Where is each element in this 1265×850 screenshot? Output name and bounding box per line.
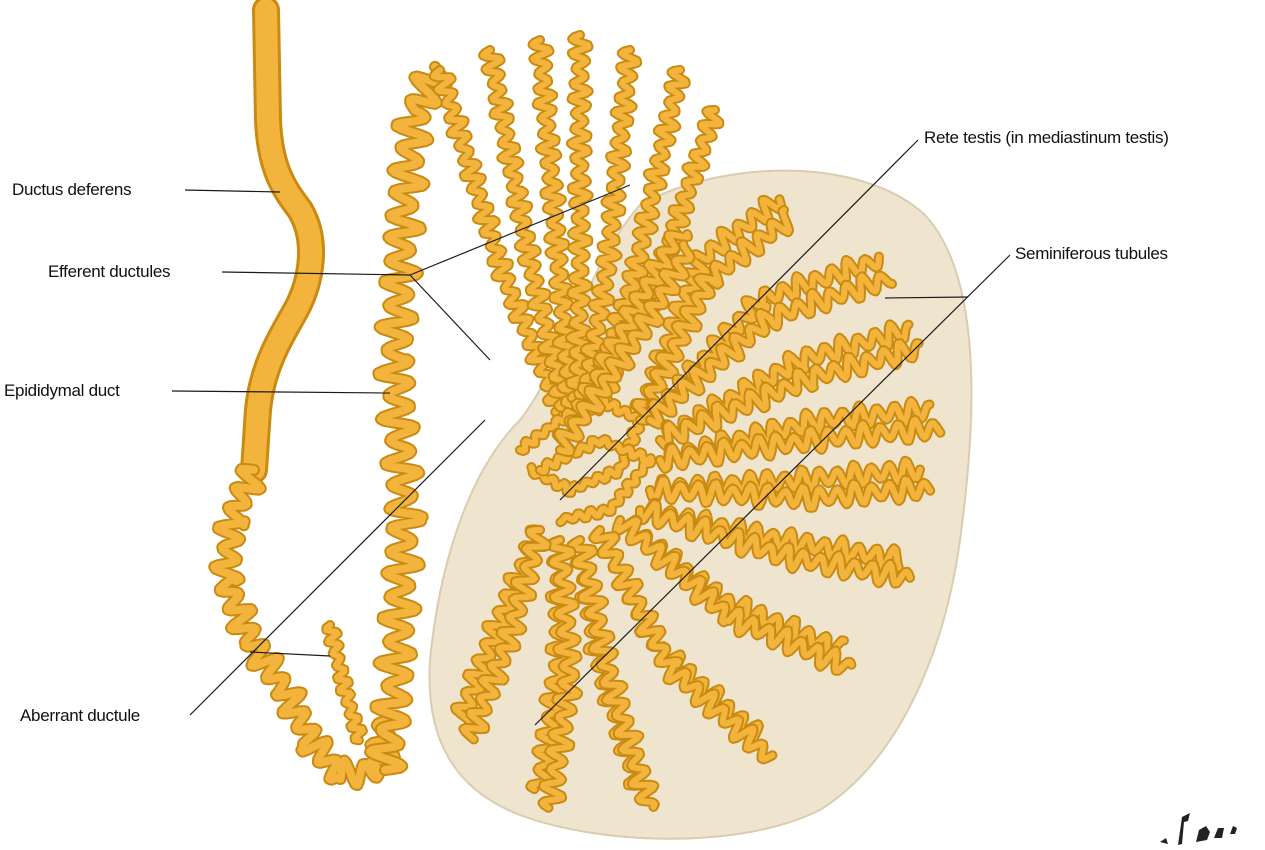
leader-efferent-c: [410, 275, 490, 360]
label-aberrant-ductule: Aberrant ductule: [20, 706, 140, 726]
leader-epididymal-duct: [172, 391, 390, 393]
label-efferent-ductules: Efferent ductules: [48, 262, 170, 282]
label-epididymal-duct: Epididymal duct: [4, 381, 120, 401]
ductus-deferens-tube: [254, 10, 311, 470]
corner-mark: [1160, 813, 1237, 845]
label-seminiferous-tubules: Seminiferous tubules: [1015, 244, 1168, 264]
ductus-deferens-coil: [214, 469, 395, 785]
aberrant-ductule-tube: [326, 625, 363, 740]
leader-ductus-deferens: [185, 190, 280, 192]
label-rete-testis: Rete testis (in mediastinum testis): [924, 128, 1169, 148]
label-ductus-deferens: Ductus deferens: [12, 180, 131, 200]
